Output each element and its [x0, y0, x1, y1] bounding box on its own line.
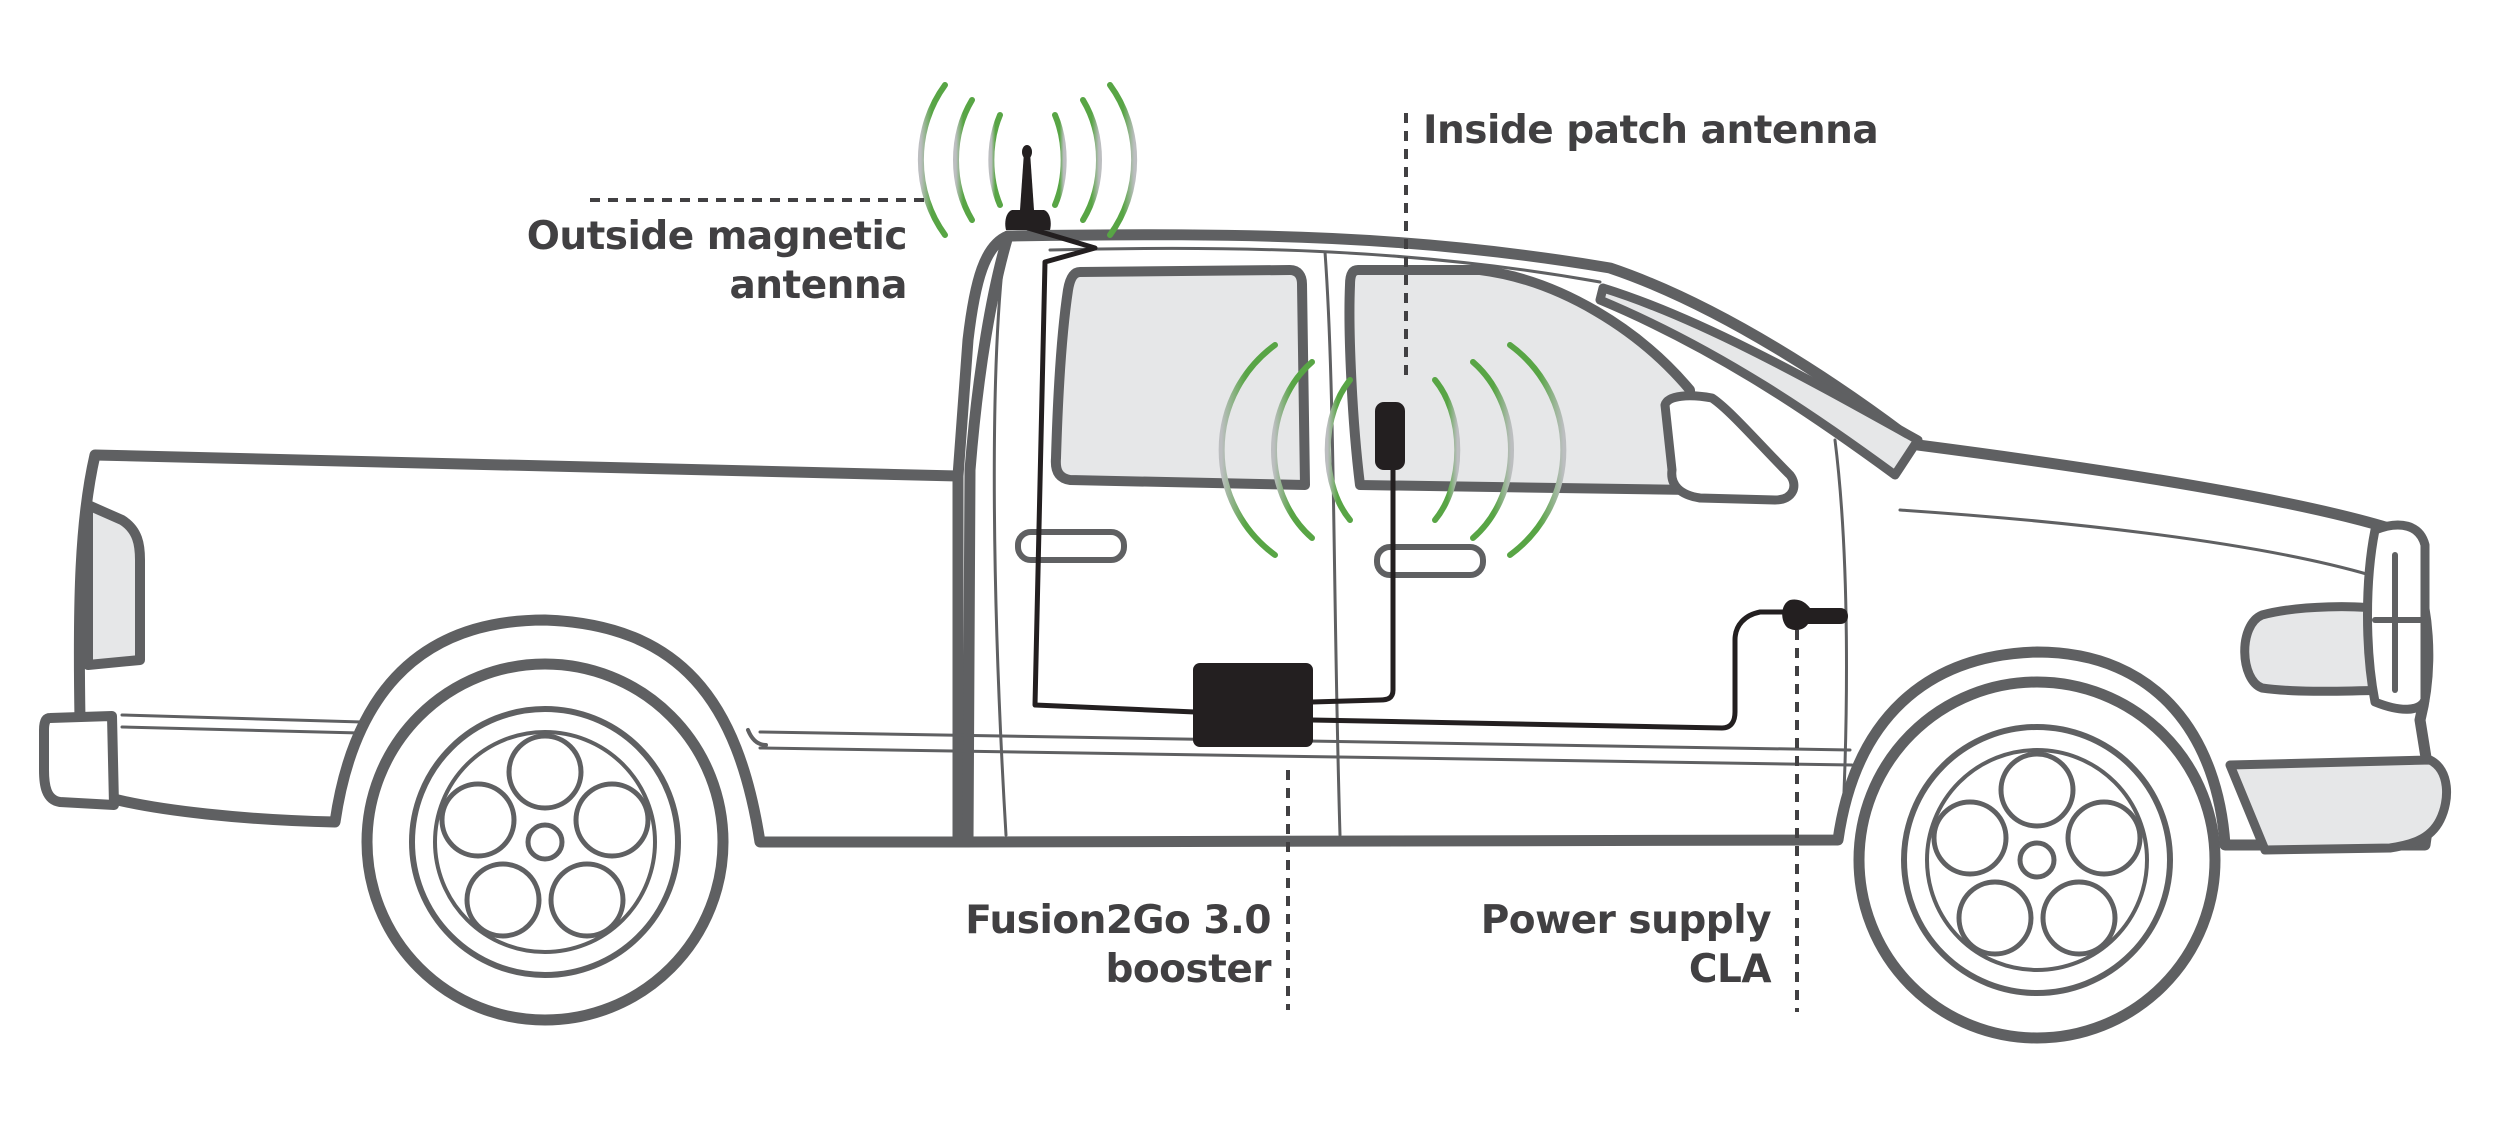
power-cable	[1309, 609, 1798, 731]
taillight	[83, 500, 145, 670]
rear-wheel	[361, 658, 729, 1026]
booster-label: Fusion2Go 3.0 booster	[965, 896, 1271, 994]
booster-label-line1: Fusion2Go 3.0	[965, 898, 1271, 943]
power-supply-label-line2: CLA	[1688, 947, 1772, 992]
inside-antenna-label-line1: Inside patch antenna	[1423, 108, 1879, 153]
outside-antenna-label-line1: Outside magnetic	[526, 214, 908, 259]
outside-antenna-cable	[1025, 225, 1198, 715]
windshield	[1595, 283, 1923, 480]
rear-door-handle	[1015, 529, 1127, 563]
rear-bumper	[39, 711, 119, 810]
inside-antenna-signal-waves-icon	[1218, 342, 1567, 558]
booster-label-line2: booster	[1105, 947, 1271, 992]
fusion2go-booster-icon	[1193, 663, 1313, 747]
outside-magnetic-antenna-icon	[1005, 145, 1051, 230]
side-mirror	[1660, 391, 1799, 505]
power-supply-label-line1: Power supply	[1480, 898, 1772, 943]
front-bumper	[2225, 755, 2452, 855]
inside-patch-antenna-icon	[1375, 402, 1405, 470]
outside-antenna-signal-waves-icon	[917, 82, 1138, 238]
inside-antenna-cable	[1309, 459, 1396, 705]
cables	[1025, 225, 1798, 731]
rear-door-window	[1050, 265, 1310, 490]
truck-bed	[73, 449, 964, 848]
leader-lines	[590, 113, 1799, 1012]
inside-antenna-label: Inside patch antenna	[1423, 106, 1879, 155]
power-supply-label: Power supply CLA	[1480, 896, 1772, 994]
power-supply-cla-icon	[1782, 599, 1848, 631]
outside-antenna-label: Outside magnetic antenna	[526, 212, 908, 310]
outside-antenna-label-line2: antenna	[729, 263, 907, 308]
truck-cab-body	[952, 229, 2438, 851]
front-door-window	[1344, 265, 1697, 495]
front-wheel	[1853, 676, 2221, 1044]
front-door-handle	[1374, 544, 1486, 578]
headlight	[2240, 602, 2390, 696]
pickup-truck	[39, 229, 2452, 1044]
